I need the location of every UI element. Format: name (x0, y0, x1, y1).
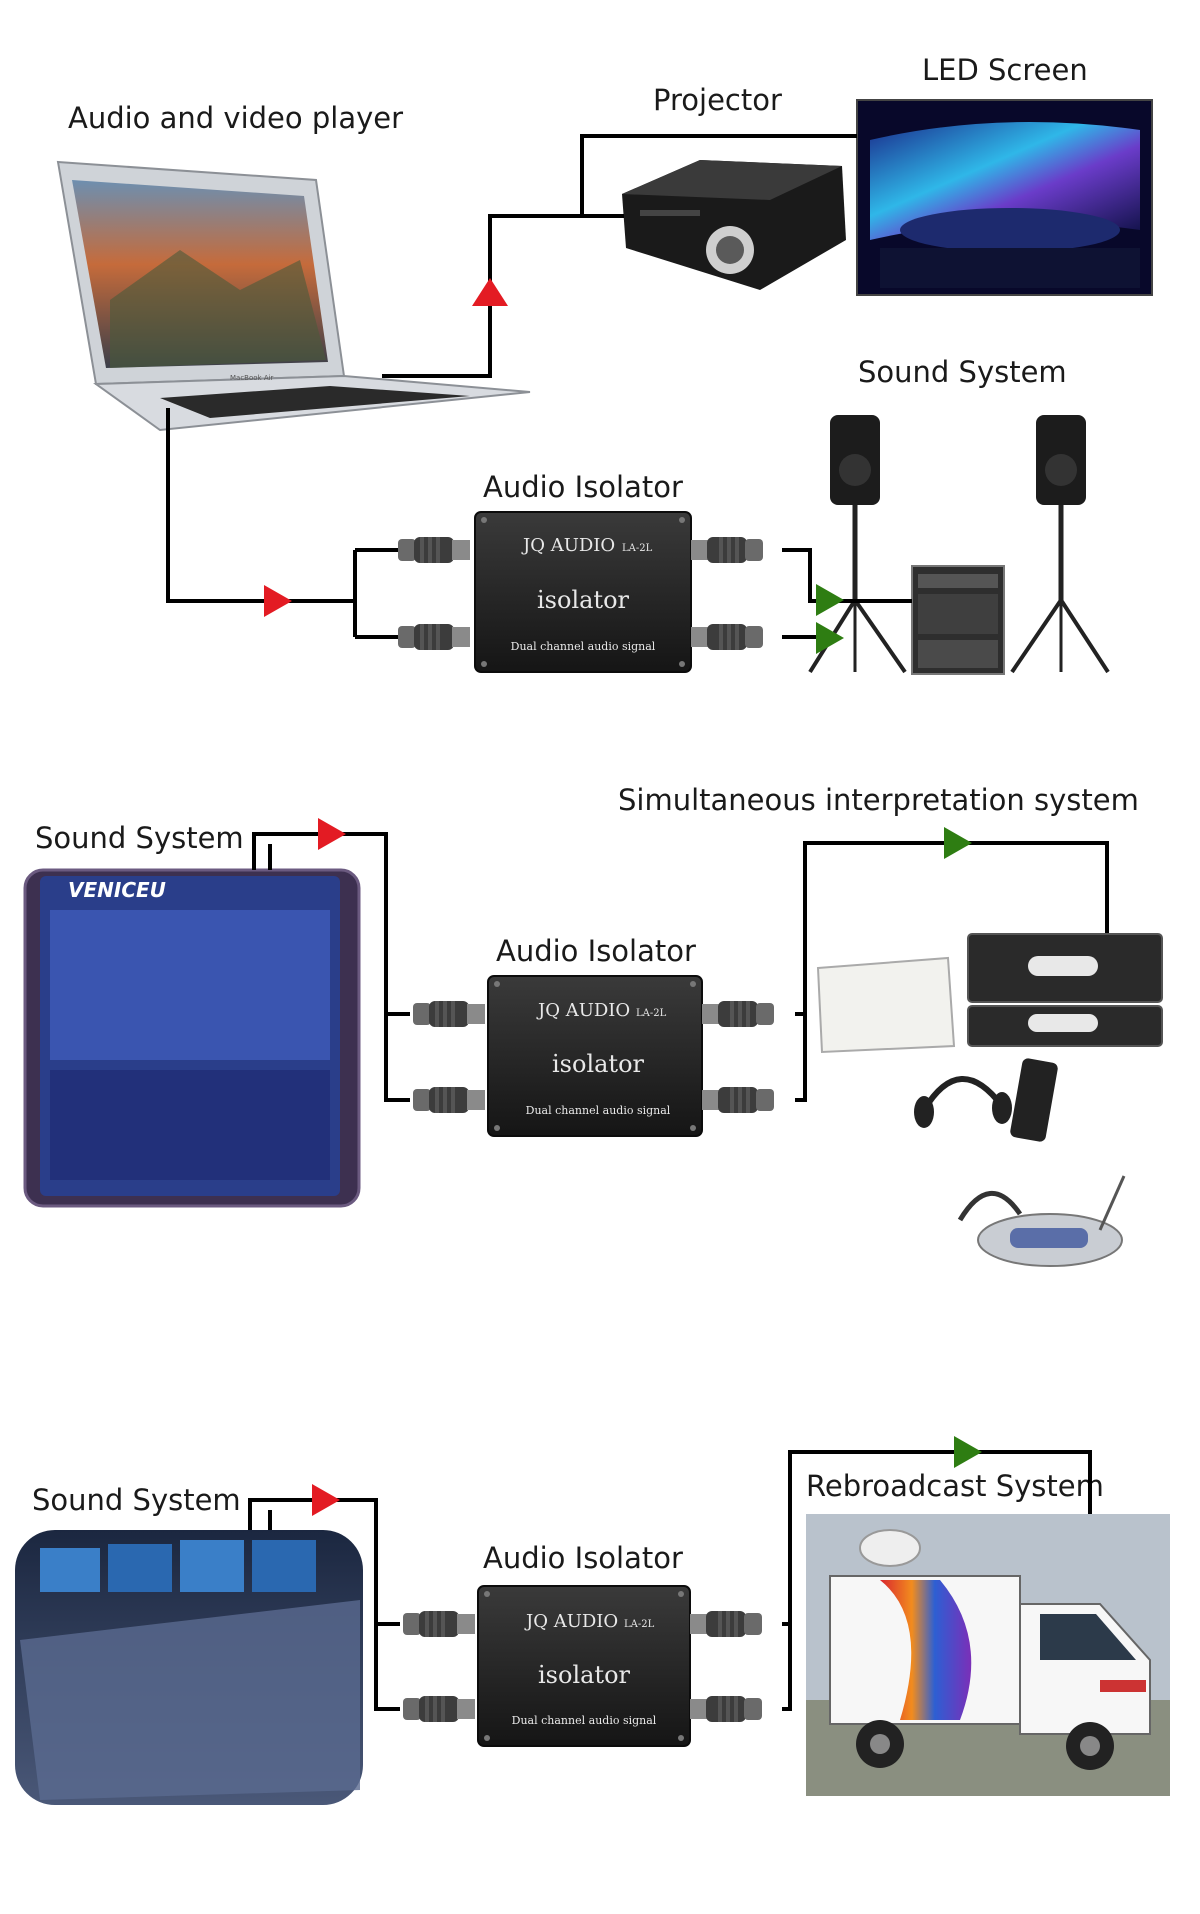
isolator-name-text: isolator (538, 1661, 631, 1689)
xlr-connector-icon (398, 624, 470, 650)
mixer-brand-text: VENICEU (68, 878, 166, 902)
arrow-red-right-icon (264, 585, 292, 617)
xlr-connector-icon (403, 1611, 475, 1637)
label-led-screen: LED Screen (922, 53, 1088, 87)
isolator-subtitle-text: Dual channel audio signal (511, 640, 656, 653)
xlr-connector-icon (413, 1087, 485, 1113)
xlr-connector-icon (691, 537, 763, 563)
audio-isolator-2: JQ AUDIO LA-2L isolator Dual channel aud… (413, 975, 774, 1137)
isolator-brand-text: JQ AUDIO (536, 1000, 630, 1021)
xlr-connector-icon (690, 1611, 762, 1637)
label-sound-system-speakers: Sound System (858, 355, 1067, 389)
arrow-green-right-icon (816, 622, 844, 654)
label-audio-video-player: Audio and video player (68, 101, 403, 135)
arrow-green-right-icon (816, 584, 844, 616)
isolator-name-text: isolator (537, 586, 630, 614)
label-projector: Projector (653, 83, 782, 117)
xlr-connector-icon (403, 1696, 475, 1722)
laptop-icon: MacBook Air (56, 160, 531, 432)
isolator-subtitle-text: Dual channel audio signal (526, 1104, 671, 1117)
audio-isolator-1: JQ AUDIO LA-2L isolator Dual channel aud… (398, 511, 763, 673)
xlr-connector-icon (702, 1087, 774, 1113)
interpretation-equipment-icon (816, 933, 1163, 1267)
label-sound-system-console: Sound System (32, 1483, 241, 1517)
audio-isolator-3: JQ AUDIO LA-2L isolator Dual channel aud… (403, 1585, 762, 1747)
led-screen-icon (856, 99, 1153, 296)
arrow-green-right-icon (954, 1436, 982, 1468)
small-mixer-icon (911, 565, 1005, 675)
xlr-connector-icon (398, 537, 470, 563)
wires-section-3 (248, 1450, 1092, 1711)
arrow-red-up-icon (472, 278, 508, 306)
projector-icon (622, 160, 846, 290)
label-rebroadcast-system: Rebroadcast System (806, 1469, 1104, 1503)
speaker-left-icon (808, 415, 907, 674)
isolator-name-text: isolator (552, 1050, 645, 1078)
label-audio-isolator-2: Audio Isolator (496, 934, 696, 968)
isolator-brand-text: JQ AUDIO (521, 535, 615, 556)
isolator-model-text: LA-2L (636, 1008, 667, 1019)
wires-section-2 (252, 832, 1109, 1102)
laptop-brand-text: MacBook Air (230, 374, 274, 382)
xlr-connector-icon (691, 624, 763, 650)
isolator-brand-text: JQ AUDIO (524, 1611, 618, 1632)
isolator-model-text: LA-2L (622, 543, 653, 554)
xlr-connector-icon (690, 1696, 762, 1722)
xlr-connector-icon (702, 1001, 774, 1027)
large-mixer-icon: VENICEU (23, 868, 361, 1208)
xlr-connector-icon (413, 1001, 485, 1027)
label-audio-isolator-1: Audio Isolator (483, 470, 683, 504)
isolator-model-text: LA-2L (624, 1619, 655, 1630)
broadcast-truck-icon (806, 1514, 1170, 1796)
arrow-red-right-icon (312, 1484, 340, 1516)
label-audio-isolator-3: Audio Isolator (483, 1541, 683, 1575)
isolator-subtitle-text: Dual channel audio signal (512, 1714, 657, 1727)
arrow-red-right-icon (318, 818, 346, 850)
speaker-right-icon (1010, 415, 1110, 674)
broadcast-console-icon (15, 1530, 363, 1805)
label-sound-system-mixer: Sound System (35, 821, 244, 855)
label-interpretation-system: Simultaneous interpretation system (618, 783, 1139, 817)
arrow-green-right-icon (944, 827, 972, 859)
